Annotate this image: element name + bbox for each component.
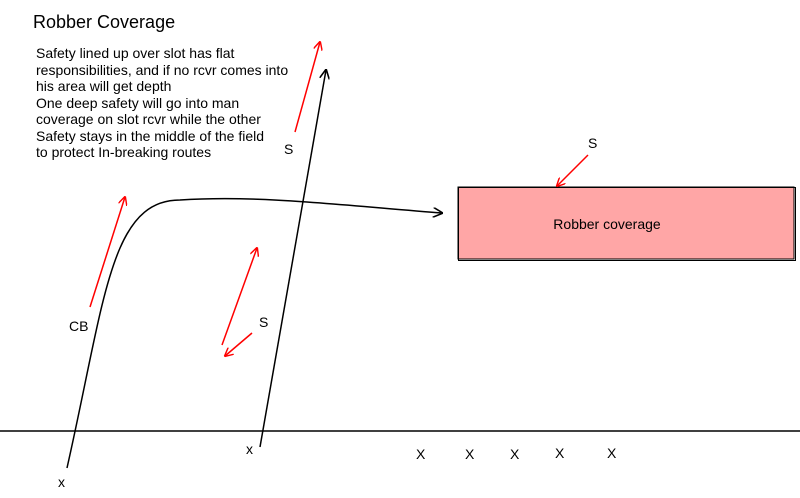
deep-safety-label: S	[284, 141, 294, 157]
note-line: Safety stays in the middle of the field	[36, 127, 265, 144]
note-line: Safety lined up over slot has flat	[36, 45, 235, 61]
note-line: responsibilities, and if no rcvr comes i…	[36, 61, 289, 78]
outside-receiver-label: x	[58, 474, 65, 490]
lineman-marker: X	[465, 446, 475, 462]
note-line: his area will get depth	[36, 78, 172, 94]
lineman-marker: X	[416, 446, 426, 462]
robber-zone	[457, 186, 795, 260]
slot-safety-label: S	[259, 314, 269, 330]
robber-zone-label-box: Robber coverage	[458, 187, 796, 261]
cb-drop-arrow	[89, 197, 125, 308]
slot-receiver-route	[259, 70, 326, 448]
lineman-marker: X	[607, 445, 617, 461]
robber-safety-label: S	[588, 135, 598, 151]
deep-safety-arrow	[294, 42, 320, 133]
slot-receiver-label: x	[246, 441, 253, 457]
coverage-notes: Safety lined up over slot has flat respo…	[36, 45, 288, 161]
slot-safety-depth-arrow	[221, 248, 257, 346]
slot-safety-flat-arrow	[225, 332, 253, 356]
lineman-marker: X	[555, 445, 565, 461]
lineman-marker: X	[510, 446, 520, 462]
outside-receiver-route	[66, 197, 442, 469]
robber-safety-arrow	[557, 154, 589, 186]
robber-zone-label: Robber coverage	[553, 216, 661, 232]
note-line: One deep safety will go into man	[36, 94, 240, 111]
diagram-title: Robber Coverage	[33, 12, 176, 32]
cornerback-label: CB	[69, 318, 89, 334]
note-line: coverage on slot rcvr while the other	[36, 111, 261, 127]
note-line: to protect In-breaking routes	[36, 144, 212, 160]
